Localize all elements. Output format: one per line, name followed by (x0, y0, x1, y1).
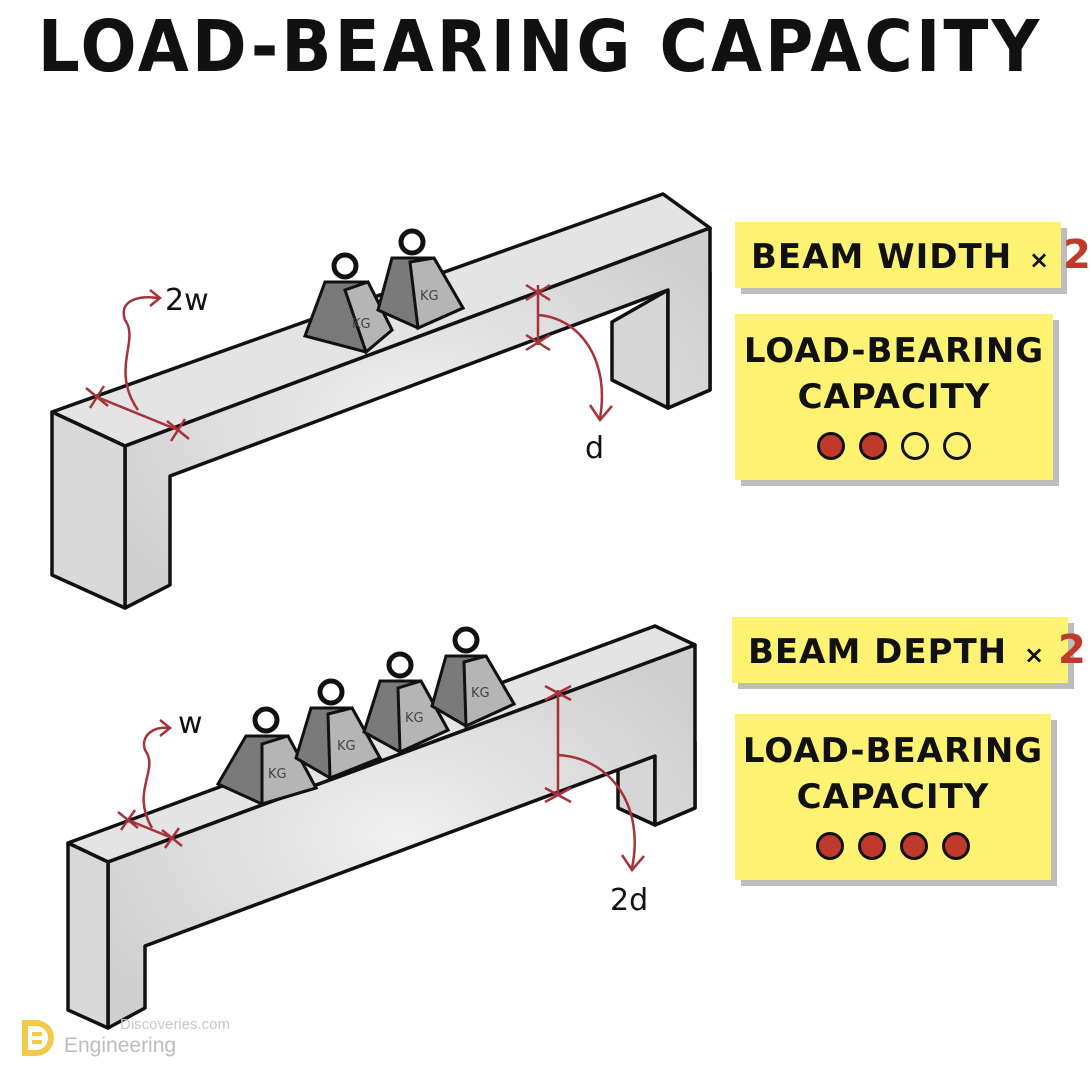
beam-deep-end-face (66, 841, 110, 1030)
page-title: LOAD-BEARING CAPACITY (37, 4, 1043, 89)
beam-deep (66, 624, 697, 1030)
capacity-title-line2: CAPACITY (797, 377, 991, 417)
capacity-note-width: LOAD-BEARING CAPACITY (735, 314, 1053, 480)
watermark-logo: Discoveries.com Engineering (18, 1014, 238, 1064)
depth-dimension-deep (544, 684, 645, 873)
svg-text:KG: KG (420, 289, 439, 304)
beam-wide (50, 192, 712, 610)
weight-3: KG (215, 706, 319, 807)
width-label-wide: 2w (165, 283, 209, 318)
capacity-rating-width (735, 432, 1053, 460)
multiply-sign: × (1029, 246, 1051, 274)
weight-2: KG (376, 228, 466, 331)
width-dimension-deep (117, 719, 183, 849)
beam-width-label: BEAM WIDTH (751, 237, 1013, 277)
depth-label-deep: 2d (610, 883, 648, 918)
rating-dot-filled (859, 432, 887, 460)
beam-width-label-note: BEAM WIDTH × 2 (735, 222, 1091, 288)
beam-width-factor: 2 (1062, 232, 1092, 278)
svg-text:KG: KG (268, 767, 287, 782)
multiply-sign: × (1023, 641, 1046, 669)
width-dimension-wide (85, 289, 190, 442)
beam-depth-label-note: BEAM DEPTH × 2 (732, 617, 1086, 683)
rating-dot-filled (817, 432, 845, 460)
depth-label-wide: d (585, 431, 604, 466)
rating-dot-filled (858, 832, 886, 860)
depth-dimension-wide (525, 283, 613, 423)
rating-dot-filled (900, 832, 928, 860)
rating-dot-empty (901, 432, 929, 460)
weight-5: KG (362, 651, 451, 755)
svg-text:KG: KG (352, 317, 371, 332)
width-label-deep: w (178, 706, 203, 741)
watermark-line1: Discoveries.com (120, 1016, 231, 1033)
rating-dot-filled (942, 832, 970, 860)
weight-1: KG (303, 252, 394, 355)
capacity-title-line1: LOAD-BEARING (743, 331, 1045, 371)
beam-depth-label: BEAM DEPTH (748, 632, 1008, 672)
weight-4: KG (294, 678, 383, 781)
rating-dot-empty (943, 432, 971, 460)
watermark-line2: Engineering (64, 1034, 177, 1057)
svg-text:KG: KG (471, 686, 490, 701)
logo-mark-icon (22, 1020, 54, 1056)
beam-deep-front-face (106, 643, 697, 1030)
svg-text:KG: KG (337, 739, 356, 754)
capacity-title-line2: CAPACITY (796, 777, 990, 817)
svg-text:KG: KG (405, 711, 424, 726)
rating-dot-filled (816, 832, 844, 860)
weight-6: KG (430, 626, 517, 729)
beam-depth-factor: 2 (1057, 627, 1087, 673)
capacity-note-depth: LOAD-BEARING CAPACITY (735, 714, 1051, 880)
capacity-rating-depth (735, 832, 1051, 860)
beam-wide-end-face (50, 410, 127, 610)
capacity-title-line1: LOAD-BEARING (742, 731, 1044, 771)
